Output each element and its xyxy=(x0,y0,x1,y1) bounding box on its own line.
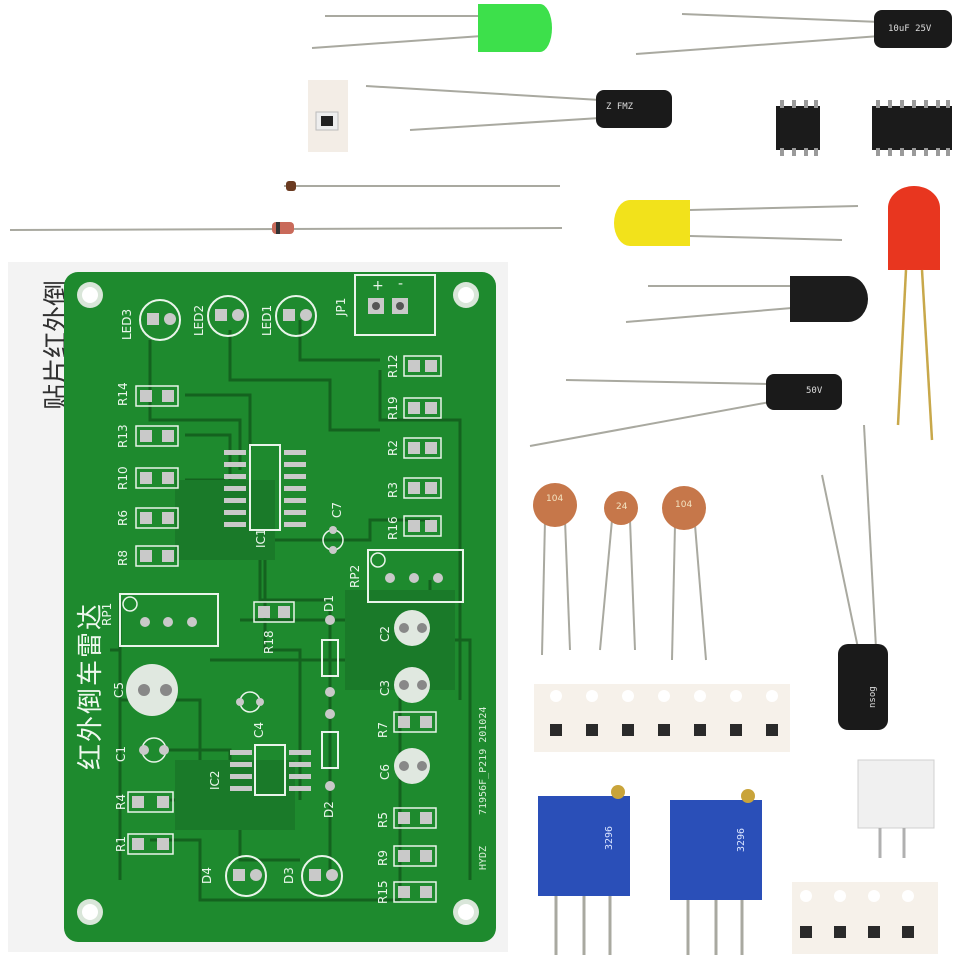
ceramic-cap-1-label: 104 xyxy=(546,494,564,504)
label-r5: R5 xyxy=(376,812,390,828)
trimmer-1-label: 3296 xyxy=(604,825,615,850)
label-rp2: RP2 xyxy=(348,564,362,588)
label-c5: C5 xyxy=(112,681,126,698)
label-rp1: RP1 xyxy=(100,602,114,626)
label-r7: R7 xyxy=(376,722,390,738)
ceramic-cap-1 xyxy=(533,483,577,656)
elec-right-label: 50V xyxy=(806,386,823,396)
smd-resistor-small xyxy=(308,80,348,152)
label-led3: LED3 xyxy=(120,308,134,340)
ic-sop14 xyxy=(872,100,952,156)
label-c7: C7 xyxy=(330,501,344,518)
label-r8: R8 xyxy=(116,550,130,566)
elec-mid-label: Z FMZ xyxy=(606,102,634,112)
diode-2 xyxy=(9,222,563,234)
electrolytic-cap-mid xyxy=(365,85,672,131)
label-r19: R19 xyxy=(386,396,400,420)
electrolytic-cap-big xyxy=(821,424,888,730)
white-connector xyxy=(857,759,935,858)
label-r15: R15 xyxy=(376,880,390,904)
pcb-board xyxy=(64,272,496,942)
label-c4: C4 xyxy=(252,721,266,738)
ic-sop8 xyxy=(776,100,820,156)
label-r12: R12 xyxy=(386,354,400,378)
label-d1: D1 xyxy=(322,595,336,612)
label-r16: R16 xyxy=(386,516,400,540)
label-jp1: JP1 xyxy=(334,297,348,316)
elec-big-label: nsog xyxy=(868,686,878,708)
ceramic-cap-2 xyxy=(599,491,638,651)
smd-tape-long xyxy=(534,684,790,752)
ceramic-cap-2-label: 24 xyxy=(616,502,628,512)
label-r14: R14 xyxy=(116,382,130,406)
ceramic-cap-3-label: 104 xyxy=(675,500,693,510)
label-r1: R1 xyxy=(114,836,128,852)
label-plus: + xyxy=(372,278,384,294)
label-r18: R18 xyxy=(262,630,276,654)
label-led1: LED1 xyxy=(260,304,274,336)
red-led xyxy=(888,186,940,441)
label-c1: C1 xyxy=(114,745,128,762)
label-r6: R6 xyxy=(116,510,130,526)
label-r3: R3 xyxy=(386,482,400,498)
electrolytic-cap-top xyxy=(635,10,952,55)
label-d2: D2 xyxy=(322,801,336,818)
elec-top-label: 10uF 25V xyxy=(888,24,932,34)
label-minus: - xyxy=(398,276,404,292)
label-c6: C6 xyxy=(378,763,392,780)
trimmer-1 xyxy=(538,785,630,955)
footprint-code: 71956F_P219 201024 xyxy=(478,706,489,815)
trimmer-2 xyxy=(670,789,762,955)
label-r9: R9 xyxy=(376,850,390,866)
label-r4: R4 xyxy=(114,794,128,810)
label-d4: D4 xyxy=(200,867,214,884)
label-c3: C3 xyxy=(378,679,392,696)
ceramic-cap-3 xyxy=(662,486,707,661)
ir-led xyxy=(625,276,868,323)
green-led xyxy=(311,4,552,52)
maker-mark: HYDZ xyxy=(478,845,489,870)
yellow-led xyxy=(614,200,859,246)
label-d3: D3 xyxy=(282,867,296,884)
label-r13: R13 xyxy=(116,424,130,448)
label-r10: R10 xyxy=(116,466,130,490)
board-title: 红外倒车雷达 xyxy=(76,601,106,770)
label-ic2: IC2 xyxy=(208,770,222,790)
label-c2: C2 xyxy=(378,625,392,642)
label-r2: R2 xyxy=(386,440,400,456)
smd-tape-short xyxy=(792,882,938,954)
trimmer-2-label: 3296 xyxy=(736,827,747,852)
electrolytic-cap-right xyxy=(529,374,842,447)
label-led2: LED2 xyxy=(192,304,206,336)
diode-1 xyxy=(284,181,560,191)
label-ic1: IC1 xyxy=(254,528,268,548)
